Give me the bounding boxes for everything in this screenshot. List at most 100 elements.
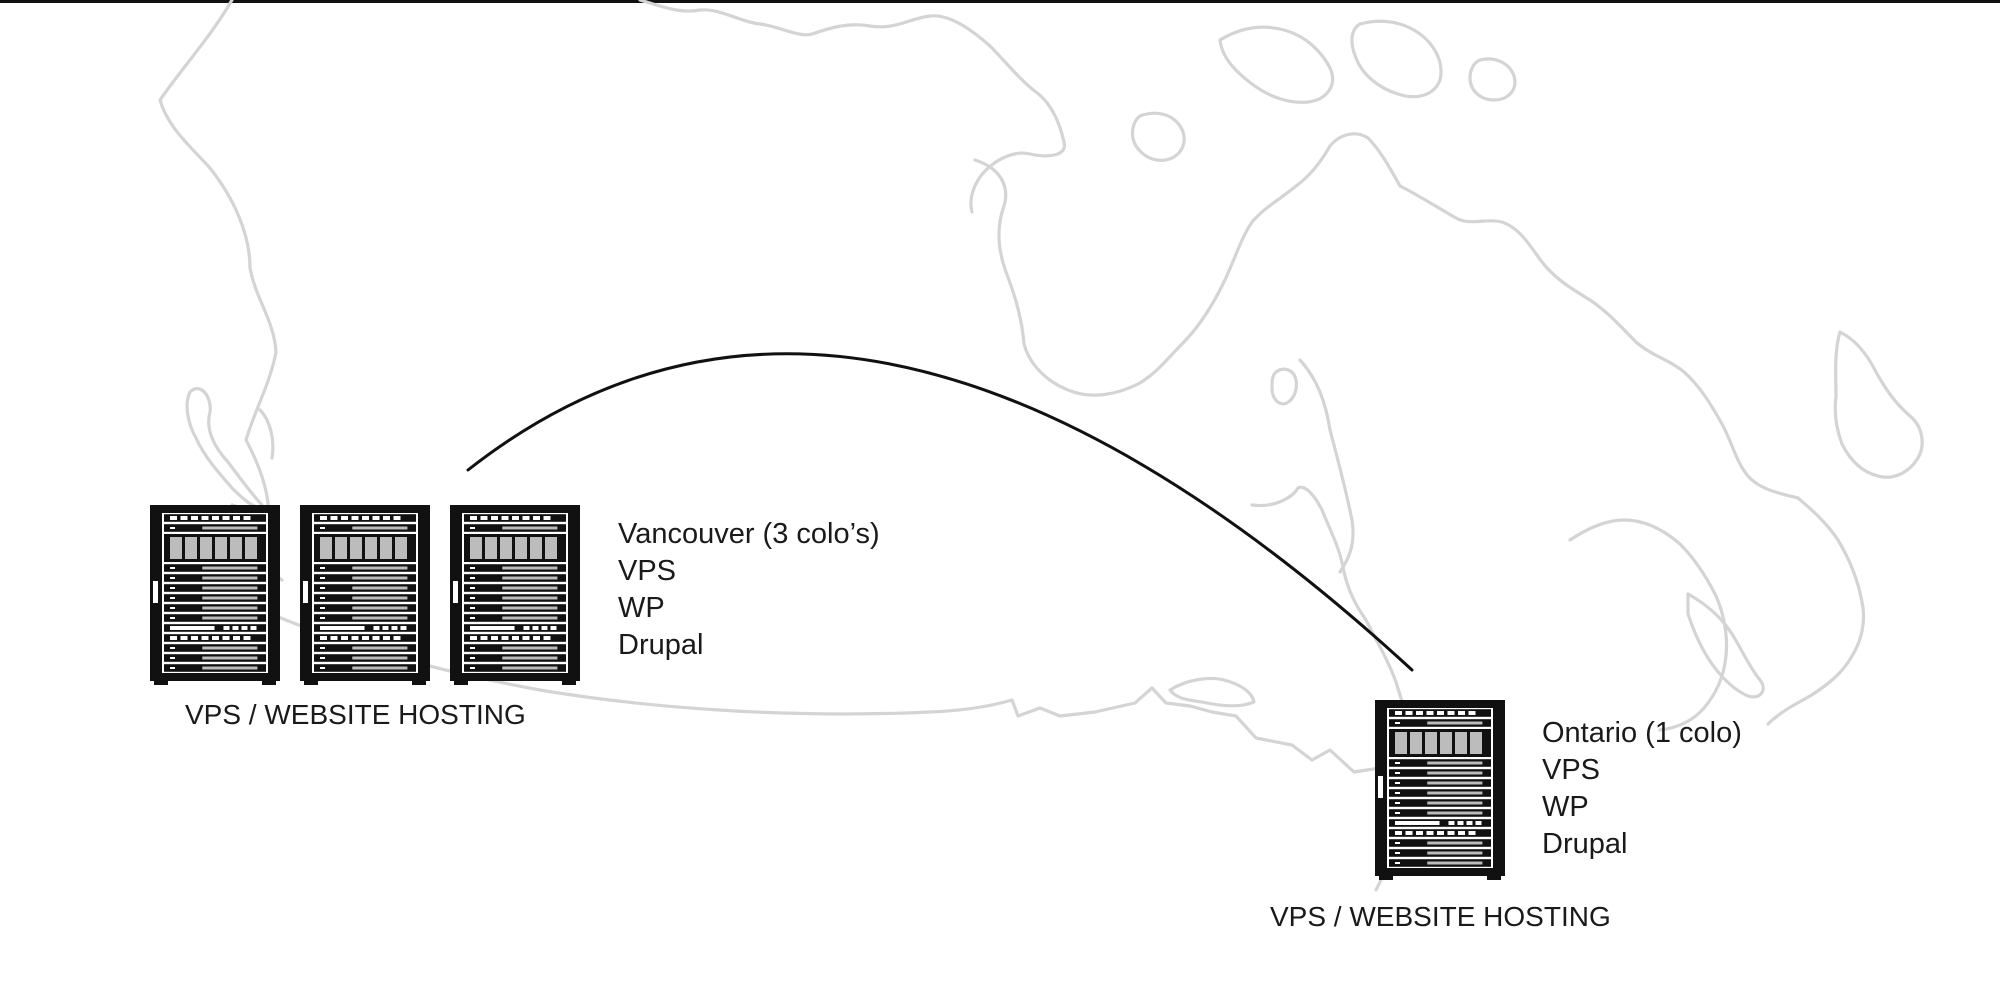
map-maritimes (1766, 496, 1866, 726)
rack-port (212, 516, 219, 520)
site-caption-vancouver: VPS / WEBSITE HOSTING (185, 699, 526, 730)
rack-vent (352, 606, 408, 610)
rack-port (180, 516, 188, 520)
server-rack-icon (450, 505, 580, 685)
rack-led (1395, 782, 1400, 784)
rack-vent (502, 586, 558, 590)
rack-led (320, 527, 325, 529)
rack-port (1405, 831, 1413, 835)
rack-panel (470, 626, 515, 630)
rack-vent (502, 616, 558, 620)
rack-port (191, 636, 198, 640)
rack-drive-bay (485, 537, 497, 559)
rack-vent (502, 656, 558, 660)
rack-vent (202, 566, 258, 570)
rack-port (1437, 831, 1444, 835)
rack-drive-bay (530, 537, 542, 559)
rack-panel (320, 626, 365, 630)
rack-port (1395, 711, 1402, 715)
rack-drive-bay (245, 537, 257, 559)
rack-vent (202, 606, 258, 610)
rack-led (170, 667, 175, 669)
rack-port (470, 516, 477, 520)
rack-vent (352, 566, 408, 570)
rack-led (170, 617, 175, 619)
rack-vent (502, 606, 558, 610)
rack-port (212, 636, 219, 640)
rack-drive-bay (185, 537, 197, 559)
rack-vent (202, 586, 258, 590)
rack-drive-bay (365, 537, 377, 559)
rack-port (532, 626, 539, 630)
rack-port (1405, 711, 1413, 715)
rack-led (320, 597, 325, 599)
rack-port (541, 626, 548, 630)
rack-led (320, 657, 325, 659)
map-newfoundland (1833, 330, 1924, 479)
rack-drive-bay (500, 537, 512, 559)
map-quebec-labrador (1398, 184, 1800, 500)
rack-drive-bay (395, 537, 407, 559)
rack-port (373, 626, 380, 630)
rack-vent (352, 666, 408, 670)
rack-port (351, 636, 359, 640)
rack-led (170, 647, 175, 649)
rack-unit (314, 624, 416, 632)
rack-led (470, 577, 475, 579)
rack-drive-bay (320, 537, 332, 559)
rack-led (1395, 762, 1400, 764)
rack-port (341, 516, 348, 520)
rack-handle (153, 581, 158, 603)
map-arctic-island-3 (1130, 111, 1186, 162)
server-rack-icon (1375, 700, 1505, 880)
rack-panel (170, 626, 215, 630)
rack-port (523, 626, 530, 630)
map-nova-scotia (1686, 592, 1765, 699)
rack-led (320, 577, 325, 579)
rack-port (382, 626, 389, 630)
map-arctic-island-2 (1350, 19, 1443, 99)
rack-port (1395, 831, 1402, 835)
map-lake-superior (1168, 676, 1256, 708)
rack-vent (1427, 791, 1483, 795)
rack-port (522, 636, 530, 640)
rack-led (1395, 802, 1400, 804)
rack-vent (502, 666, 558, 670)
rack-led (1395, 772, 1400, 774)
rack-led (320, 617, 325, 619)
rack-vent (202, 646, 258, 650)
rack-foot (562, 681, 576, 685)
rack-led (470, 607, 475, 609)
rack-port (191, 516, 198, 520)
rack-port (241, 626, 248, 630)
rack-led (320, 667, 325, 669)
rack-port (201, 636, 209, 640)
rack-led (470, 617, 475, 619)
rack-handle (453, 581, 458, 603)
rack-drive-bay (200, 537, 212, 559)
rack-vent (1427, 841, 1483, 845)
rack-port (1447, 711, 1455, 715)
rack-port (400, 626, 407, 630)
map-st-lawrence (1568, 518, 1729, 732)
rack-led (470, 597, 475, 599)
rack-port (480, 516, 488, 520)
rack-port (250, 626, 257, 630)
rack-port (341, 636, 348, 640)
rack-vent (502, 576, 558, 580)
rack-led (170, 607, 175, 609)
rack-foot (304, 681, 318, 685)
rack-port (543, 636, 551, 640)
rack-port (501, 516, 509, 520)
rack-led (170, 657, 175, 659)
rack-vent (352, 576, 408, 580)
rack-port (362, 636, 369, 640)
map-arctic-island-1 (1218, 25, 1335, 104)
rack-vent (502, 646, 558, 650)
rack-port (1466, 821, 1473, 825)
rack-port (351, 516, 359, 520)
rack-port (320, 636, 327, 640)
rack-drive-bay (335, 537, 347, 559)
rack-port (330, 516, 338, 520)
